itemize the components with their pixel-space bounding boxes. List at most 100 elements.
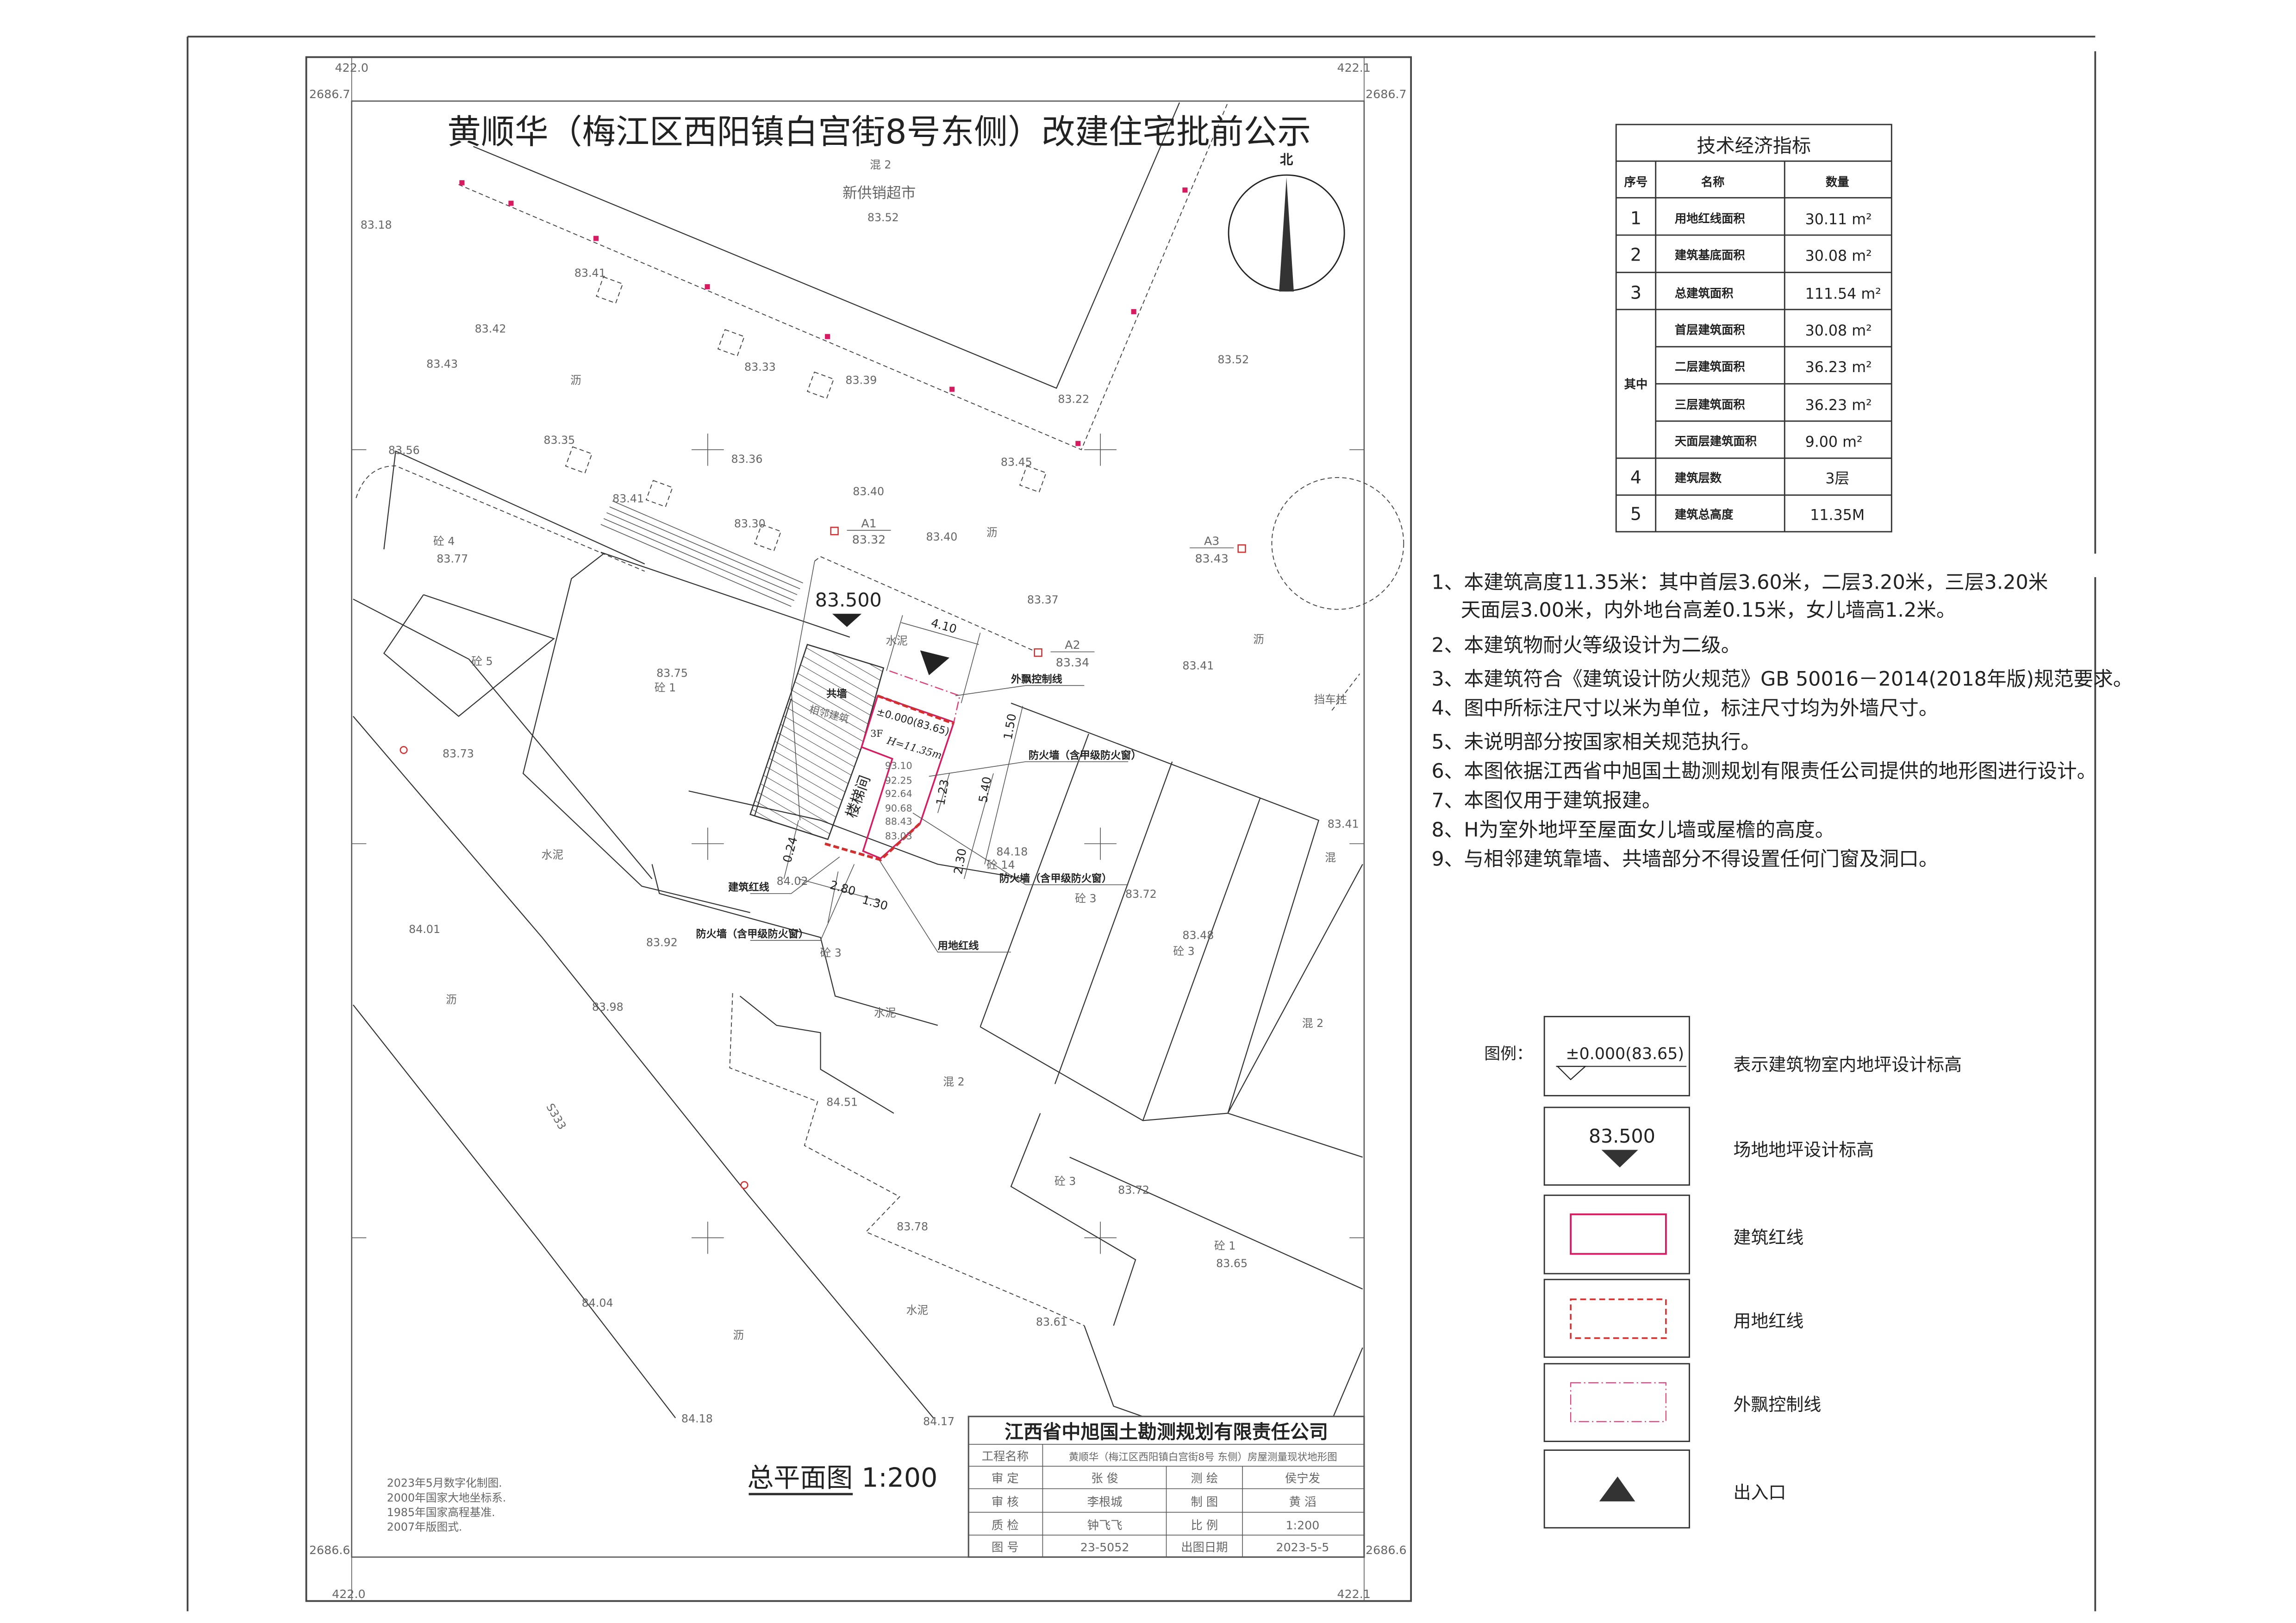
- elevation-point: 83.72: [1118, 1184, 1149, 1197]
- elevation-point: 83.45: [1001, 456, 1032, 469]
- surface-label: 沥: [733, 1329, 744, 1342]
- survey-note: 1985年国家高程基准.: [387, 1506, 495, 1519]
- site-elevation-icon: [1601, 1150, 1638, 1168]
- shared-wall-label: 共墙: [826, 688, 847, 700]
- building-red-line: [861, 695, 955, 859]
- topographic-linework: [351, 102, 1404, 1495]
- building-line-annotation: 建筑红线: [728, 881, 769, 893]
- elevation-point: 83.39: [845, 373, 877, 386]
- table-cell-name: 建筑层数: [1675, 471, 1722, 485]
- elevation-point: 83.92: [646, 936, 678, 949]
- elevation-point: 83.41: [574, 267, 606, 280]
- tb-key: 制 图: [1191, 1495, 1218, 1509]
- legend-site-symbol: 83.500: [1589, 1125, 1655, 1147]
- coord-top-right-x: 422.1: [1337, 61, 1370, 75]
- coord-top-right-y: 2686.7: [1366, 87, 1407, 101]
- title-block: 江西省中旭国土勘测规划有限责任公司 工程名称 黄顺华（梅江区西阳镇白宫街8号 东…: [967, 1416, 1365, 1558]
- table-group-label: 其中: [1624, 377, 1648, 391]
- tb-key: 比 例: [1191, 1518, 1218, 1532]
- surface-label: 砼 3: [1054, 1175, 1076, 1188]
- elevation-point: 83.40: [853, 485, 884, 498]
- elevation-point: 83.72: [1125, 888, 1157, 901]
- overhang-line-annotation: 外飘控制线: [1011, 673, 1062, 685]
- table-cell-value: 36.23 m²: [1805, 397, 1872, 414]
- elevation-point: 83.42: [475, 322, 506, 335]
- elevation-point: 84.18: [996, 845, 1028, 858]
- surface-label: 挡车柱: [1314, 693, 1347, 706]
- tb-key: 出图日期: [1181, 1540, 1228, 1554]
- supermarket-label: 新供销超市: [842, 185, 916, 201]
- tb-key: 图 号: [992, 1540, 1019, 1554]
- hydrant-icon: [740, 1181, 749, 1189]
- firewall-annotation: 防火墙（含甲级防火窗）: [696, 928, 809, 940]
- roof-elevation: 88.43: [885, 816, 912, 827]
- overhang-line-swatch: [1570, 1382, 1666, 1422]
- control-point-name: A3: [1204, 534, 1219, 547]
- tb-value: 23-5052: [1080, 1540, 1129, 1554]
- elevation-point: 83.41: [1328, 817, 1359, 830]
- table-header: 序号: [1624, 175, 1648, 189]
- plan-title-name: 总平面图: [747, 1463, 853, 1493]
- tb-value: 1:200: [1285, 1518, 1319, 1532]
- roof-elevation: 92.25: [885, 775, 912, 786]
- elevation-point: 84.04: [582, 1296, 613, 1309]
- surface-label: 砼 4: [433, 535, 455, 547]
- roof-elevation: 90.68: [885, 803, 912, 814]
- elevation-point: 83.41: [612, 492, 644, 505]
- note-line: 3、本建筑符合《建筑设计防火规范》GB 50016－2014(2018年版)规范…: [1431, 667, 2133, 690]
- elevation-point: 83.52: [867, 211, 899, 224]
- table-cell-value: 3层: [1825, 471, 1849, 487]
- table-cell-value: 11.35M: [1810, 507, 1865, 524]
- coord-bottom-right-x: 422.1: [1337, 1587, 1370, 1601]
- surface-label: 砼 1: [1214, 1239, 1235, 1252]
- entrance-arrow-icon: [920, 650, 950, 676]
- legend-item-label: 出入口: [1733, 1482, 1786, 1503]
- note-line: 8、H为室外地坪至屋面女儿墙或屋檐的高度。: [1431, 818, 1834, 841]
- surface-label: 砼 1: [655, 681, 676, 694]
- note-line: 1、本建筑高度11.35米：其中首层3.60米，二层3.20米，三层3.20米: [1431, 571, 2048, 594]
- table-header: 名称: [1701, 175, 1725, 189]
- legend-item-label: 用地红线: [1733, 1311, 1803, 1331]
- entrance-icon: [1599, 1476, 1635, 1502]
- coord-bottom-left-y: 2686.6: [309, 1543, 350, 1557]
- elevation-point: 84.02: [777, 875, 808, 888]
- elevation-point: 84.18: [681, 1412, 713, 1425]
- elevation-point: 83.33: [744, 361, 776, 373]
- elevation-point: 83.52: [1217, 353, 1249, 366]
- tech-econ-table: 技术经济指标 序号 名称 数量 其中 1 用地红线面积 30.11 m² 2 建…: [1615, 124, 1892, 533]
- table-cell-value: 36.23 m²: [1805, 359, 1872, 376]
- note-line: 5、未说明部分按国家相关规范执行。: [1431, 730, 1760, 753]
- table-cell-value: 111.54 m²: [1805, 286, 1881, 303]
- hydrant-icon: [399, 746, 408, 754]
- firewall-annotation: 防火墙（含甲级防火窗）: [999, 872, 1112, 884]
- table-cell-name: 总建筑面积: [1675, 286, 1734, 300]
- control-point-name: A2: [1065, 638, 1080, 652]
- elevation-point: 83.40: [926, 530, 957, 543]
- table-cell-name: 三层建筑面积: [1675, 398, 1745, 411]
- land-red-line: [877, 694, 955, 725]
- table-title: 技术经济指标: [1697, 135, 1811, 157]
- elevation-point: 84.51: [826, 1096, 858, 1109]
- land-red-line-swatch: [1570, 1298, 1667, 1339]
- surface-labels: 混 2 新供销超市 沥 沥 砼 4 砼 5 砼 1 沥 挡车柱 水泥 砼 14 …: [433, 158, 1347, 1342]
- roof-elevation: 93.10: [885, 760, 912, 771]
- project-name: 黄顺华（梅江区西阳镇白宫街8号 东侧）房屋测量现状地形图: [1069, 1452, 1337, 1463]
- surface-label: 沥: [570, 373, 581, 386]
- tb-value: 李根城: [1087, 1495, 1123, 1509]
- plan-title: 总平面图 1:200: [747, 1463, 937, 1495]
- coord-bottom-left-x: 422.0: [332, 1587, 365, 1601]
- tb-key: 审 定: [992, 1471, 1019, 1485]
- elevation-point: 83.18: [361, 218, 392, 231]
- project-label: 工程名称: [982, 1449, 1029, 1463]
- table-cell-no: 4: [1630, 467, 1641, 488]
- tb-key: 质 检: [992, 1518, 1019, 1532]
- note-line: 2、本建筑物耐火等级设计为二级。: [1431, 634, 1741, 657]
- tb-value: 侯宁发: [1285, 1471, 1320, 1485]
- elevation-point: 83.73: [443, 747, 474, 760]
- surface-label: 砼 3: [820, 946, 842, 959]
- elevation-point: 83.30: [734, 517, 766, 530]
- surface-label: 砼 3: [1173, 945, 1194, 958]
- coord-top-left-y: 2686.7: [309, 87, 350, 101]
- map-frame: 422.0 2686.7 422.1 2686.7 2686.6 422.0 2…: [305, 56, 1412, 1602]
- surface-label: 砼 5: [471, 655, 493, 668]
